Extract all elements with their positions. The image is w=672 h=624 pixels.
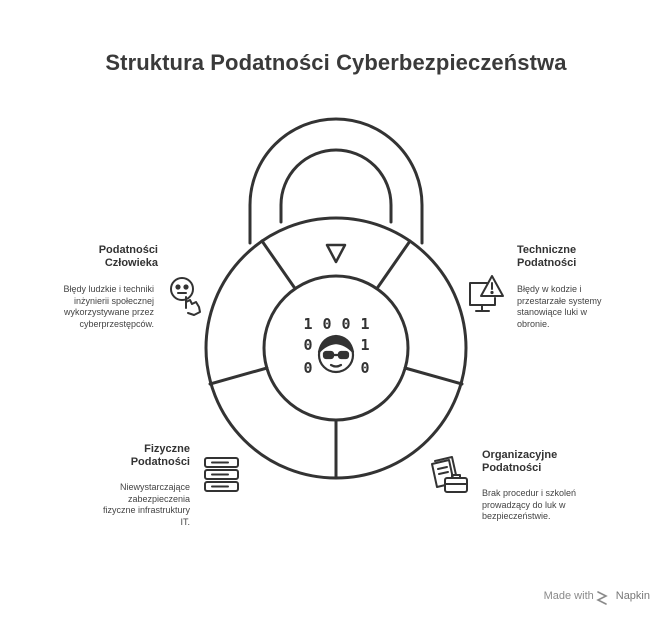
human-desc-line: inżynierii społecznej [73, 295, 154, 306]
physical-description: Niewystarczające zabezpieczenia fizyczne… [103, 482, 190, 528]
human-heading: Podatności Człowieka [99, 244, 158, 270]
physical-heading: Fizyczne Podatności [131, 443, 190, 469]
monitor-warning-icon [469, 275, 504, 312]
human-desc-line: Błędy ludzkie i techniki [63, 284, 154, 294]
physical-heading-line: Fizyczne [144, 443, 190, 455]
watermark-prefix: Made with [543, 590, 594, 602]
technical-description: Błędy w kodzie i przestarzałe systemy st… [517, 284, 602, 330]
organizational-description: Brak procedur i szkoleń prowadzący do lu… [482, 488, 576, 523]
human-desc-line: wykorzystywane przez [63, 307, 154, 317]
server-stack-icon [204, 457, 239, 492]
napkin-logo-icon [596, 591, 608, 605]
physical-desc-line: IT. [180, 516, 190, 527]
technical-heading: Techniczne Podatności [517, 244, 576, 270]
human-heading-line: Podatności [98, 244, 158, 256]
organizational-desc-line: bezpieczeństwie. [482, 511, 551, 521]
human-heading-line: Człowieka [104, 257, 158, 269]
binary-digit: 0 [322, 315, 331, 333]
human-description: Błędy ludzkie i techniki inżynierii społ… [63, 284, 154, 330]
padlock-shackle-inner [279, 148, 393, 224]
made-with-napkin-watermark[interactable]: Made with Napkin [544, 590, 650, 602]
page-title: Struktura Podatności Cyberbezpieczeństwa [105, 50, 567, 75]
organizational-heading-line: Organizacyjne [482, 449, 558, 461]
divider-left [208, 366, 269, 386]
binary-digit: 0 [360, 359, 369, 377]
physical-desc-line: Niewystarczające [119, 482, 190, 492]
physical-heading-line: Podatności [130, 456, 190, 468]
divider-right [403, 366, 464, 386]
binary-digit: 1 [360, 315, 369, 333]
binary-digit: 1 [360, 336, 369, 354]
organizational-heading: Organizacyjne Podatności [482, 449, 557, 475]
divider-top-right [376, 239, 412, 289]
watermark-brand: Napkin [615, 590, 650, 602]
binary-digit: 0 [303, 336, 312, 354]
technical-desc-line: przestarzałe systemy [517, 295, 602, 306]
padlock-shackle [248, 117, 424, 245]
technical-desc-line: stanowiące luki w [517, 307, 588, 317]
documents-briefcase-icon [431, 456, 468, 493]
binary-digit: 0 [303, 359, 312, 377]
organizational-desc-line: Brak procedur i szkoleń [482, 488, 577, 498]
divider-top-left [260, 239, 296, 289]
human-desc-line: cyberprzestępców. [79, 318, 154, 329]
physical-desc-line: zabezpieczenia [127, 493, 190, 504]
physical-desc-line: fizyczne infrastruktury [102, 505, 190, 515]
organizational-desc-line: prowadzący do luk w [482, 499, 566, 510]
top-triangle-icon [325, 243, 347, 264]
technical-desc-line: obronie. [517, 318, 550, 329]
binary-digit: 1 [303, 315, 312, 333]
organizational-heading-line: Podatności [482, 462, 542, 474]
technical-heading-line: Techniczne [517, 244, 577, 256]
social-engineering-icon [170, 277, 201, 316]
technical-desc-line: Błędy w kodzie i [517, 284, 582, 294]
technical-heading-line: Podatności [517, 257, 577, 269]
hacker-icon [317, 334, 355, 374]
binary-digit: 0 [341, 315, 350, 333]
